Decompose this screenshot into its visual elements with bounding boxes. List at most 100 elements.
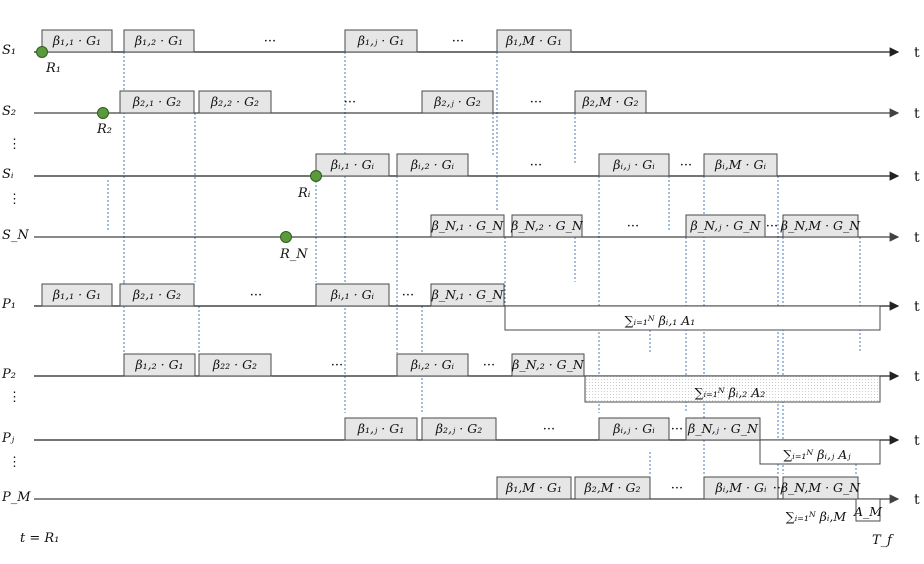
- transfer-box-PM-1: [496, 476, 572, 500]
- transfer-box-Pj-1: [344, 417, 418, 441]
- ellipsis-S2-1: ···: [344, 95, 356, 110]
- transfer-box-label-P1-3: βᵢ,₁ · Gᵢ: [330, 287, 375, 302]
- transfer-boxes: β₁,₁ · G₁ β₁,₂ · G₁ β₁,ⱼ · G₁ β₁,M · G₁ β₂,₁…: [41, 29, 862, 500]
- transfer-box-S1-1: [41, 29, 113, 53]
- compute-box-P2-label: ∑ᵢ₌₁ᴺ βᵢ,₂ A₂: [695, 385, 766, 400]
- release-label-1: R₁: [45, 61, 61, 76]
- ellipsis-Si-2: ···: [680, 158, 692, 173]
- transfer-box-label-PM-2: β₂,M · G₂: [584, 480, 641, 495]
- compute-box-Pj-label: ∑ᵢ₌₁ᴺ βᵢ,ⱼ Aⱼ: [783, 447, 851, 462]
- transfer-box-PM-4: [782, 476, 859, 500]
- transfer-box-label-P2-2: β₂₂ · G₂: [212, 357, 257, 372]
- transfer-box-label-S2-1: β₂,₁ · G₂: [132, 94, 181, 109]
- transfer-box-label-SN-3: β_N,ⱼ · G_N: [690, 218, 762, 233]
- transfer-box-label-S2-2: β₂,₂ · G₂: [210, 94, 259, 109]
- ellipsis-S1-1: ···: [264, 34, 276, 49]
- row-label-Pj: Pⱼ: [1, 431, 15, 446]
- ellipsis-S2-2: ···: [530, 95, 542, 110]
- transfer-box-S1-2: [123, 29, 195, 53]
- ellipsis-P2-2: ···: [483, 358, 495, 373]
- compute-box-PM-label: A_M: [853, 504, 883, 519]
- transfer-box-label-PM-3: βᵢ,M · Gᵢ: [715, 480, 767, 495]
- compute-sum-PM-label: ∑ᵢ₌₁ᴺ βᵢ,M: [786, 509, 848, 524]
- transfer-box-P2-1: [123, 353, 196, 377]
- ellipsis-Si-1: ···: [530, 158, 542, 173]
- row-label-S1: S₁: [2, 43, 16, 58]
- dashed-guide-lines: [107, 52, 861, 474]
- ellipsis-SN-1: ···: [627, 219, 639, 234]
- transfer-box-label-SN-2: β_N,₂ · G_N: [510, 218, 584, 233]
- transfer-box-P1-2: [119, 283, 195, 307]
- transfer-box-P2-4: [511, 353, 585, 377]
- transfer-box-label-P1-1: β₁,₁ · G₁: [52, 287, 101, 302]
- transfer-box-label-S2-4: β₂,M · G₂: [582, 94, 639, 109]
- row-label-Si: Sᵢ: [2, 167, 14, 182]
- transfer-box-Si-4: [703, 153, 778, 177]
- row-label-P2: P₂: [1, 367, 16, 382]
- row-label-PM: P_M: [1, 490, 31, 505]
- compute-box-P1-label: ∑ᵢ₌₁ᴺ βᵢ,₁ A₁: [625, 313, 696, 328]
- vertical-dots-2: ⋮: [8, 192, 21, 207]
- transfer-box-label-Pj-1: β₁,ⱼ · G₁: [357, 421, 404, 436]
- transfer-box-label-S1-1: β₁,₁ · G₁: [52, 33, 101, 48]
- compute-box-P1: [504, 305, 881, 331]
- time-label-S1: t: [914, 45, 920, 61]
- row-label-S2: S₂: [2, 104, 16, 119]
- transfer-box-Si-1: [315, 153, 390, 177]
- transfer-box-P1-3: [315, 283, 390, 307]
- time-label-PM: t: [914, 492, 920, 508]
- ellipsis-S1-2: ···: [452, 34, 464, 49]
- transfer-box-PM-2: [574, 476, 651, 500]
- ellipsis-SN-2: ···: [766, 219, 778, 234]
- transfer-box-label-SN-1: β_N,₁ · G_N: [431, 218, 505, 233]
- transfer-box-label-Si-3: βᵢ,ⱼ · Gᵢ: [612, 157, 655, 172]
- vertical-dots-1: ⋮: [8, 137, 21, 152]
- transfer-box-label-S2-3: β₂,ⱼ · G₂: [433, 94, 480, 109]
- release-point-2: [97, 107, 109, 119]
- transfer-box-S1-3: [344, 29, 418, 53]
- transfer-box-label-P2-1: β₁,₂ · G₁: [134, 357, 183, 372]
- transfer-box-Si-2: [396, 153, 469, 177]
- ellipsis-PM-2: ···: [773, 481, 785, 496]
- transfer-box-label-S1-2: β₁,₂ · G₁: [134, 33, 183, 48]
- vertical-dots-4: ⋮: [8, 455, 21, 470]
- transfer-box-label-P2-3: βᵢ,₂ · Gᵢ: [410, 357, 455, 372]
- transfer-box-SN-3: [685, 214, 766, 238]
- time-label-S2: t: [914, 106, 920, 122]
- transfer-box-label-Si-1: βᵢ,₁ · Gᵢ: [330, 157, 375, 172]
- ellipsis-PM-1: ···: [671, 481, 683, 496]
- transfer-box-P2-2: [198, 353, 272, 377]
- transfer-box-Si-3: [598, 153, 670, 177]
- release-point-1: [36, 46, 48, 58]
- row-labels: S₁ S₂ SᵢS_N P₁ P₂ PⱼP_M: [1, 43, 31, 505]
- transfer-box-label-S1-4: β₁,M · G₁: [505, 33, 562, 48]
- transfer-box-S2-4: [574, 90, 647, 114]
- transfer-box-Pj-3: [598, 417, 670, 441]
- transfer-box-SN-4: [782, 214, 859, 238]
- time-label-Pj: t: [914, 433, 920, 449]
- transfer-box-P1-1: [41, 283, 113, 307]
- annotations: ········································…: [8, 34, 894, 548]
- vertical-dots-3: ⋮: [8, 390, 21, 405]
- compute-box-Pj: [759, 439, 881, 465]
- ellipsis-Pj-1: ···: [543, 422, 555, 437]
- transfer-box-label-P1-4: β_N,₁ · G_N: [431, 287, 505, 302]
- row-label-SN: S_N: [2, 228, 29, 243]
- transfer-box-P1-4: [430, 283, 505, 307]
- row-label-P1: P₁: [1, 297, 16, 312]
- transfer-box-SN-1: [430, 214, 505, 238]
- transfer-box-label-PM-4: β_N,M · G_N: [780, 480, 862, 495]
- ellipsis-Pj-2: ···: [671, 422, 683, 437]
- transfer-box-label-Pj-3: βᵢ,ⱼ · Gᵢ: [612, 421, 655, 436]
- release-label-4: R_N: [279, 247, 308, 262]
- transfer-box-P2-3: [396, 353, 469, 377]
- transfer-box-S2-2: [198, 90, 272, 114]
- transfer-box-label-Pj-2: β₂,ⱼ · G₂: [435, 421, 482, 436]
- time-label-Si: t: [914, 169, 920, 185]
- transfer-box-label-Si-4: βᵢ,M · Gᵢ: [714, 157, 766, 172]
- time-label-SN: t: [914, 230, 920, 246]
- compute-box-PM: [855, 498, 881, 522]
- release-point-3: [310, 170, 322, 182]
